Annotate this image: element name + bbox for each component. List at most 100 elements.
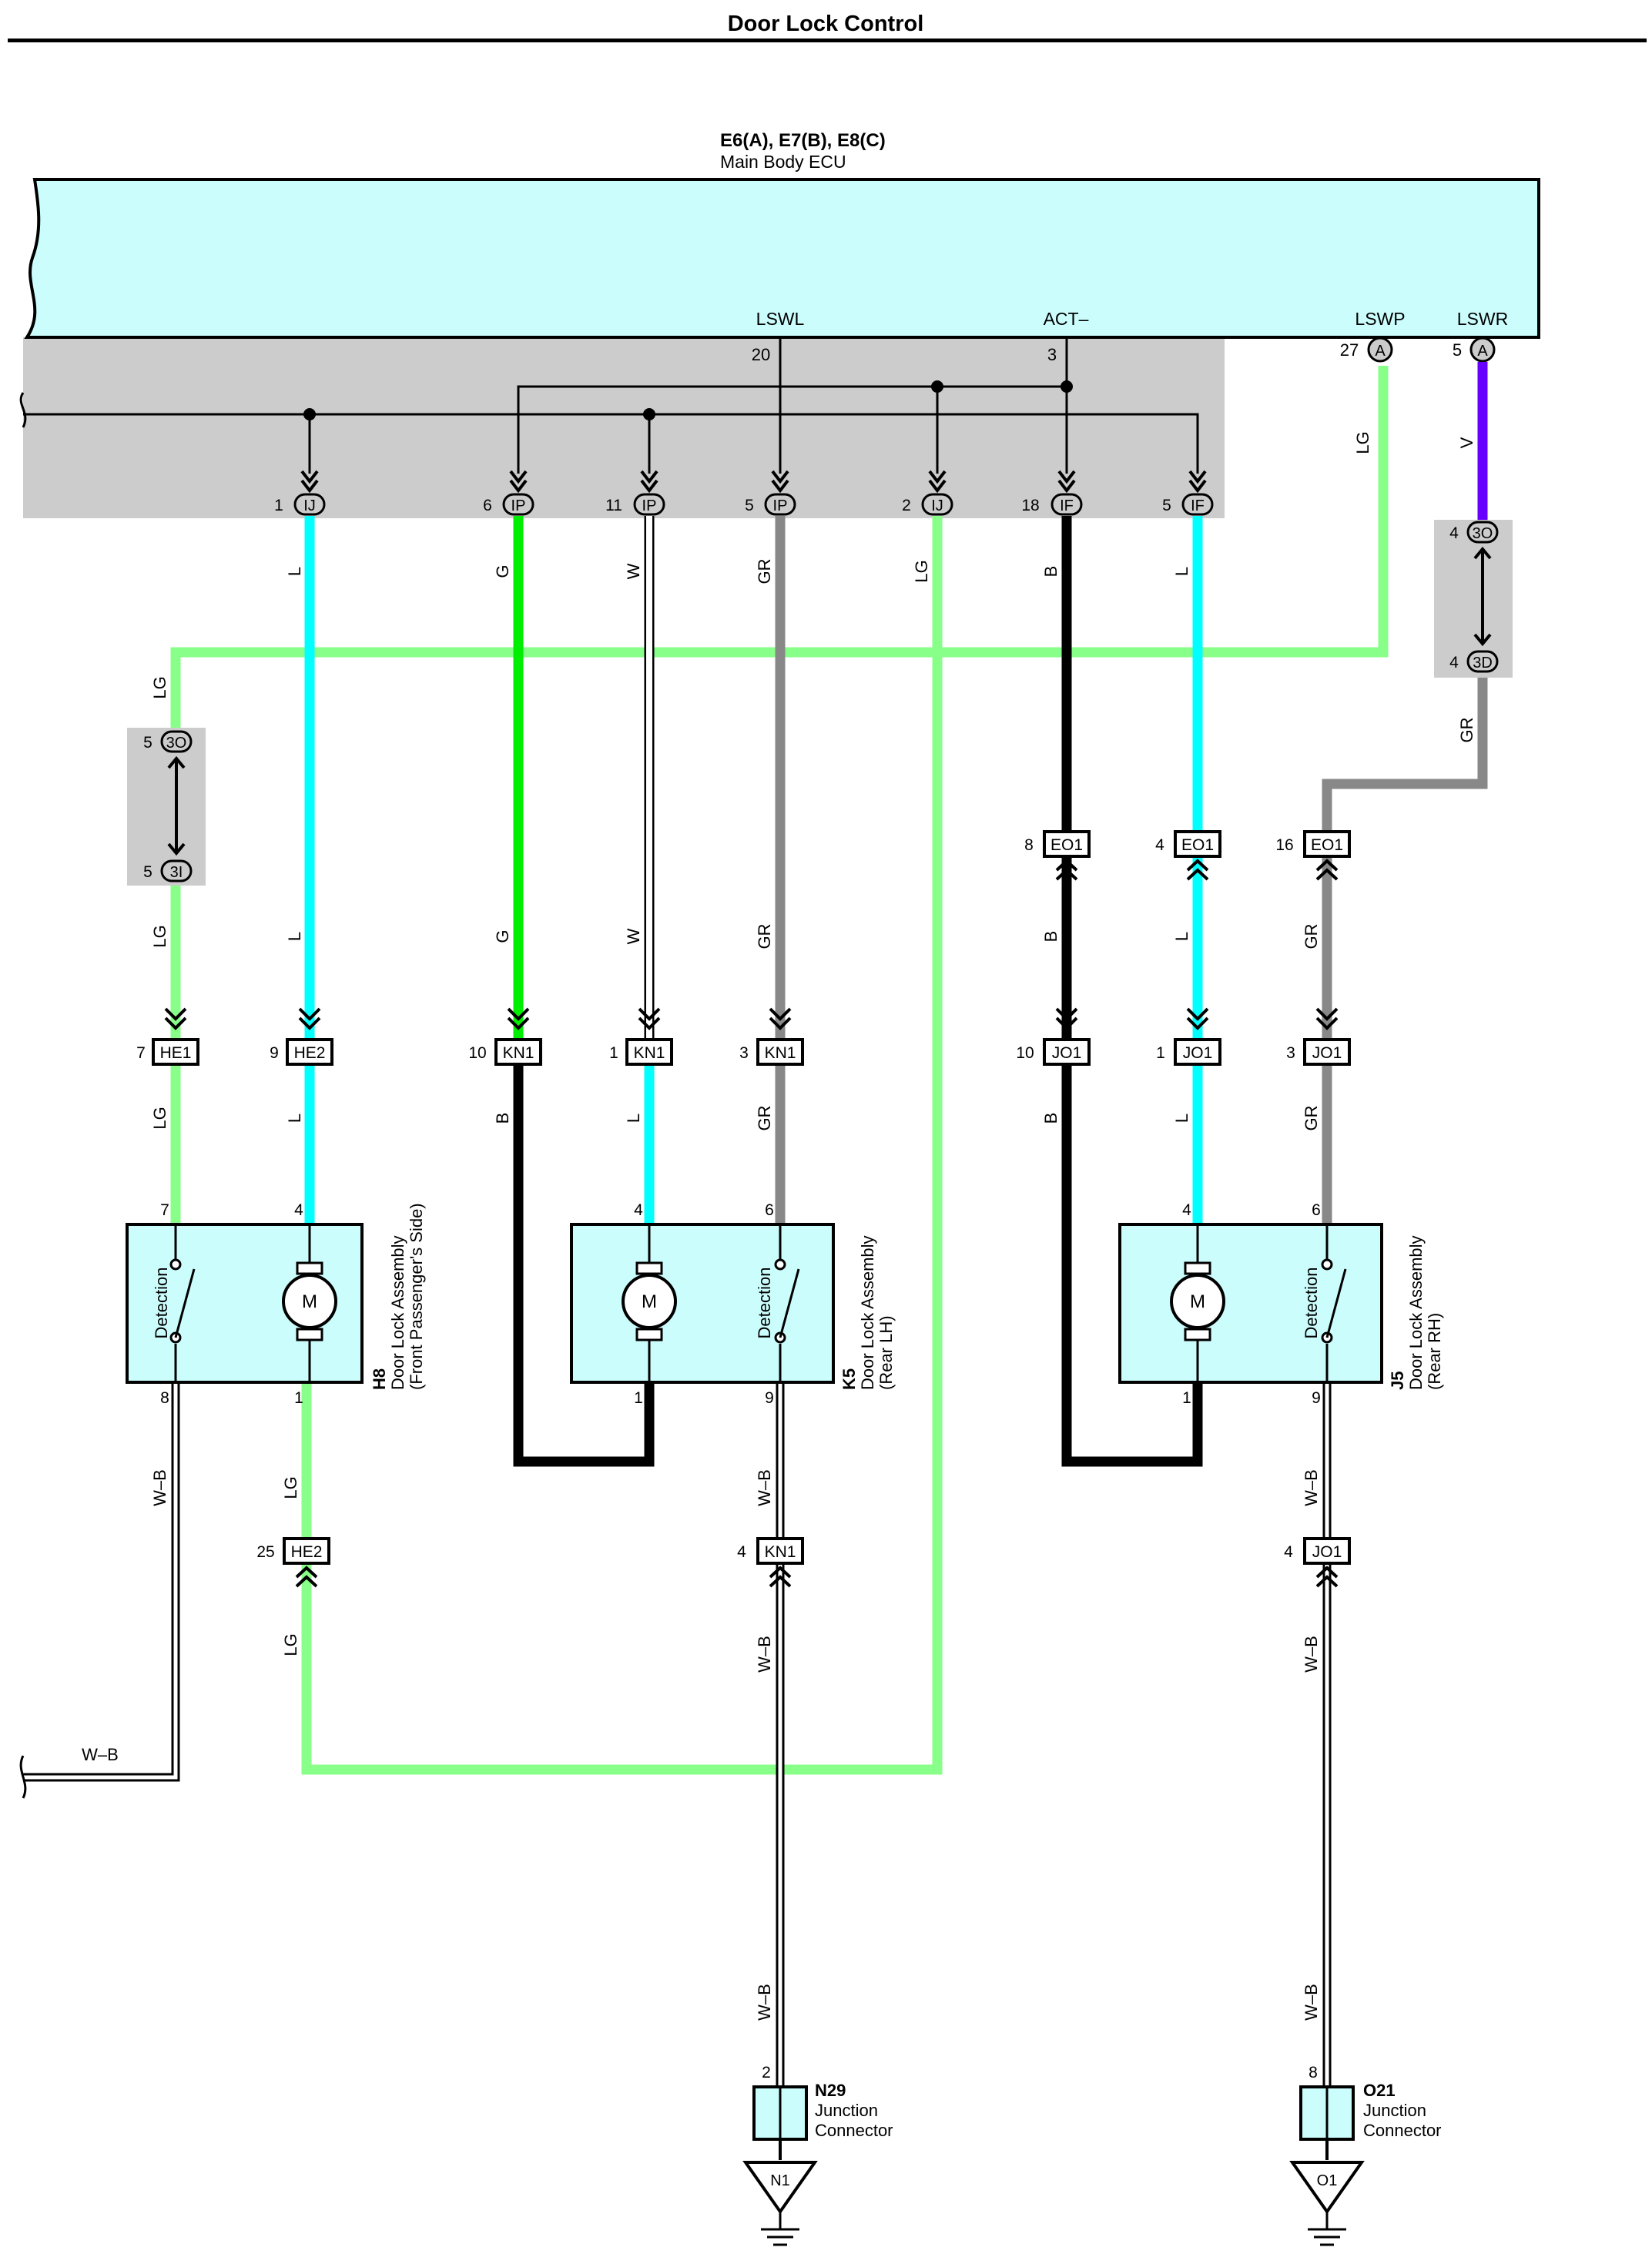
svg-text:4: 4 — [737, 1543, 746, 1561]
page-title: Door Lock Control — [728, 12, 924, 36]
svg-text:GR: GR — [755, 924, 774, 949]
splice-dot — [303, 408, 316, 420]
svg-text:HE1: HE1 — [160, 1044, 192, 1062]
svg-text:3: 3 — [739, 1044, 749, 1062]
svg-text:L: L — [285, 932, 304, 941]
svg-text:W: W — [624, 563, 643, 579]
motor-label: M — [302, 1291, 317, 1312]
svg-text:G: G — [493, 929, 512, 943]
svg-text:9: 9 — [270, 1044, 279, 1062]
svg-text:LG: LG — [912, 560, 931, 582]
svg-text:7: 7 — [136, 1044, 146, 1062]
term-lswl: LSWL — [756, 309, 805, 329]
svg-text:4: 4 — [1284, 1543, 1293, 1561]
relay-connector-left: 3O 5 3I 5 — [143, 730, 193, 882]
svg-text:HE2: HE2 — [294, 1044, 326, 1062]
svg-text:HE2: HE2 — [291, 1543, 323, 1561]
svg-text:IP: IP — [511, 497, 526, 514]
svg-text:L: L — [285, 567, 304, 576]
connector-he1-7: HE1 7 — [136, 1038, 199, 1066]
svg-text:Door Lock Assembly: Door Lock Assembly — [858, 1235, 877, 1390]
svg-text:JO1: JO1 — [1312, 1044, 1342, 1062]
svg-text:O21: O21 — [1363, 2081, 1396, 2100]
svg-text:K5: K5 — [839, 1368, 859, 1390]
term-lswr: LSWR — [1457, 309, 1508, 329]
svg-text:5: 5 — [143, 734, 152, 752]
svg-text:11: 11 — [605, 497, 622, 514]
connector-jo1-3: JO1 3 — [1286, 1038, 1351, 1066]
svg-text:W–B: W–B — [755, 1469, 774, 1506]
svg-text:7: 7 — [160, 1201, 169, 1219]
svg-text:G: G — [493, 564, 512, 578]
svg-text:L: L — [1172, 1114, 1191, 1123]
svg-text:O1: O1 — [1317, 2172, 1338, 2189]
svg-text:4: 4 — [294, 1201, 303, 1219]
svg-text:N29: N29 — [815, 2081, 846, 2100]
svg-text:9: 9 — [1312, 1389, 1321, 1407]
connector-he2-9: HE2 9 — [270, 1038, 333, 1066]
ecu-body — [24, 178, 1540, 339]
svg-text:9: 9 — [765, 1389, 774, 1407]
relay-block-left — [127, 728, 206, 886]
connector-ij-1: IJ 1 — [274, 493, 326, 516]
wire-b-k5 — [513, 1064, 655, 1467]
svg-text:B: B — [1041, 566, 1061, 578]
splice-dot — [1061, 380, 1073, 393]
pin-lswp: 27 — [1340, 340, 1359, 360]
svg-text:L: L — [624, 1114, 643, 1123]
motor-label: M — [642, 1291, 657, 1312]
svg-text:W–B: W–B — [755, 1636, 774, 1673]
svg-text:(Rear LH): (Rear LH) — [876, 1315, 896, 1390]
connector-if-5: IF5 — [1162, 493, 1214, 516]
relay-connector-right: 3O 4 3D 4 — [1449, 521, 1499, 673]
svg-text:W–B: W–B — [1302, 1469, 1321, 1506]
connector-ip-6: IP6 — [483, 493, 534, 516]
svg-text:25: 25 — [256, 1543, 274, 1561]
connector-ij-2: IJ2 — [902, 493, 953, 516]
lswp-connector — [1367, 337, 1393, 363]
svg-text:W–B: W–B — [82, 1745, 119, 1764]
svg-text:Connector: Connector — [1363, 2121, 1442, 2140]
svg-text:LG: LG — [1353, 431, 1372, 454]
svg-text:W–B: W–B — [755, 1984, 774, 2021]
svg-text:V: V — [1457, 437, 1476, 448]
assembly-j5: M Detection 4 6 1 9 J5 Door Lock Assembl… — [1118, 1201, 1444, 1407]
break-mark-left — [19, 392, 27, 428]
wire-wb-h8 — [19, 1382, 180, 1799]
svg-text:GR: GR — [1302, 1106, 1321, 1131]
pin-lswr: 5 — [1453, 340, 1462, 360]
svg-text:3: 3 — [1286, 1044, 1295, 1062]
svg-text:5: 5 — [143, 863, 152, 881]
svg-text:GR: GR — [755, 1106, 774, 1131]
svg-text:5: 5 — [745, 497, 754, 514]
pin-lswl: 20 — [752, 345, 770, 364]
svg-text:LG: LG — [281, 1633, 300, 1656]
svg-text:IP: IP — [773, 497, 788, 514]
wire-color-labels: LG V L G W GR LG B L LG GR LG L G W GR B… — [82, 431, 1476, 2021]
svg-text:IJ: IJ — [303, 497, 316, 514]
lswp-connector-id: A — [1375, 343, 1386, 360]
svg-text:1: 1 — [294, 1389, 303, 1407]
svg-text:4: 4 — [634, 1201, 643, 1219]
svg-text:10: 10 — [1016, 1044, 1034, 1062]
svg-text:8: 8 — [1309, 2064, 1318, 2081]
wire-gr-rr — [1322, 670, 1488, 841]
svg-text:4: 4 — [1182, 1201, 1191, 1219]
term-lswp: LSWP — [1355, 309, 1405, 329]
svg-text:H8: H8 — [370, 1368, 389, 1390]
svg-text:Door Lock Assembly: Door Lock Assembly — [388, 1235, 407, 1390]
svg-text:KN1: KN1 — [634, 1044, 665, 1062]
junction-o21: 8 O21 Junction Connector O1 — [1289, 2064, 1442, 2246]
splice-dot — [931, 380, 943, 393]
detection-label: Detection — [755, 1268, 774, 1339]
svg-text:1: 1 — [274, 497, 283, 514]
